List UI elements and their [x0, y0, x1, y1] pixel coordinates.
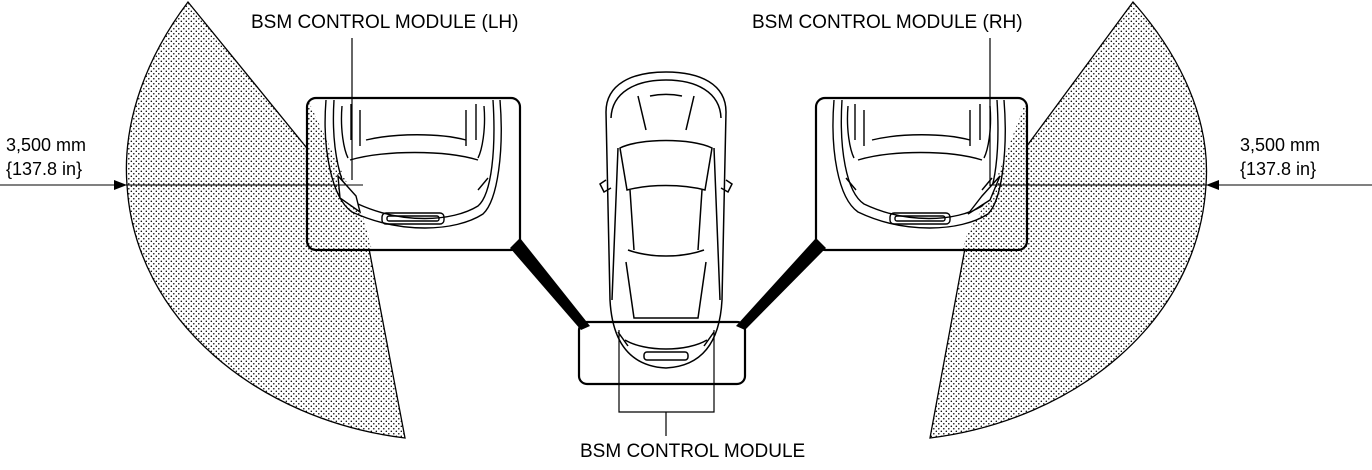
dimension-line-right: [990, 180, 1372, 190]
label-module-center: BSM CONTROL MODULE: [580, 441, 806, 462]
callout-wedge-right: [736, 238, 826, 330]
dimension-left-imperial: {137.8 in}: [6, 159, 83, 179]
dimension-right-imperial: {137.8 in}: [1240, 159, 1317, 179]
rear-callout-box: [577, 320, 747, 386]
leader-lines: [351, 38, 991, 436]
dimension-right-metric: 3,500 mm: [1240, 135, 1321, 155]
detection-zone-right: [929, 0, 1208, 439]
callout-wedge-left: [510, 238, 590, 330]
detail-box-right: [814, 96, 1029, 252]
dimension-left-metric: 3,500 mm: [6, 135, 87, 155]
label-module-rh: BSM CONTROL MODULE (RH): [752, 12, 1023, 33]
detail-box-left: [305, 96, 522, 252]
detection-zone-left: [125, 0, 406, 439]
car-top-view: [599, 71, 733, 369]
dimension-line-left: [0, 180, 363, 190]
label-module-lh: BSM CONTROL MODULE (LH): [251, 12, 519, 33]
